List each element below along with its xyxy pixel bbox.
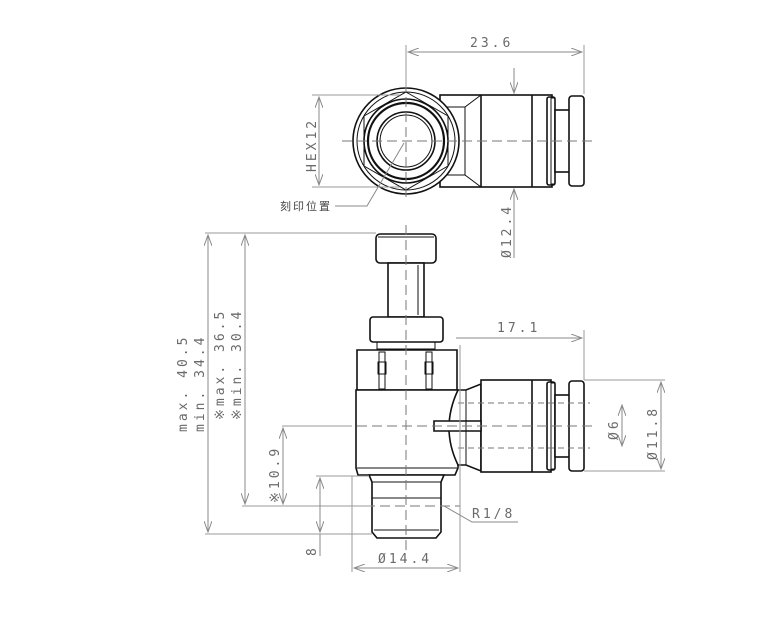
dim-height-total-min: min. 34.4 [193,335,208,432]
dim-tube-od: Ø12.4 [500,204,515,258]
dim-port-length: 17.1 [497,321,540,336]
dim-center-height: ※10.9 [268,446,283,503]
dim-release-ring-od: Ø11.8 [646,406,661,460]
dim-overall-length: 23.6 [470,36,513,51]
front-view: max. 40.5 min. 34.4 ※max. 36.5 ※min. 30.… [176,225,665,572]
dim-height-body-min: ※min. 30.4 [230,309,245,420]
dim-tube-id: Ø6 [607,418,622,440]
dim-hex: HEX12 [305,118,320,172]
dim-thread: R1/8 [472,507,515,522]
dim-height-total-max: max. 40.5 [176,335,191,432]
dim-body-diameter: Ø14.4 [378,552,432,567]
dim-thread-length: 8 [305,545,320,556]
dim-height-body-max: ※max. 36.5 [213,309,228,420]
top-view: 刻印位置 23.6 HEX12 Ø12.4 [280,36,592,258]
marking-position-label: 刻印位置 [280,199,332,213]
